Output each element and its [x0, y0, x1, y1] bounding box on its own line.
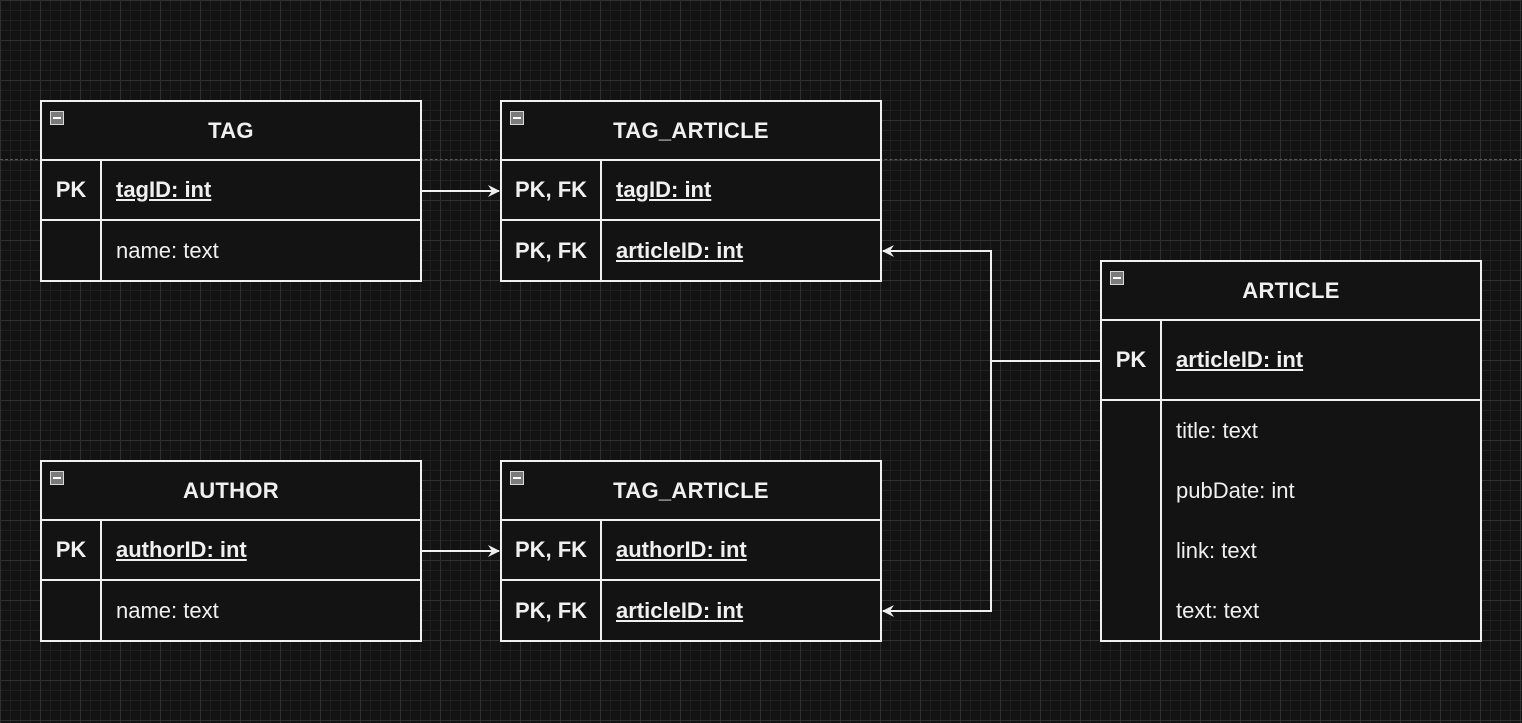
entity-row[interactable]: PK, FK articleID: int [502, 581, 880, 640]
relation-article-to-tag-article-bottom[interactable] [882, 360, 1100, 617]
entity-title: TAG_ARTICLE [613, 477, 769, 503]
relation-article-to-tag-article-top[interactable] [882, 245, 1100, 362]
key-label [42, 221, 102, 280]
field-label: articleID: int [616, 237, 744, 263]
key-label: PK [42, 161, 102, 219]
collapse-minus-icon[interactable] [1110, 271, 1124, 285]
entity-row[interactable]: PK, FK authorID: int [502, 521, 880, 581]
collapse-minus-icon[interactable] [510, 471, 524, 485]
key-column [1102, 401, 1162, 640]
key-label: PK [42, 521, 102, 579]
entity-title: TAG [208, 117, 254, 143]
field-label[interactable]: link: text [1176, 538, 1257, 563]
entity-title: AUTHOR [183, 477, 279, 503]
collapse-minus-icon[interactable] [510, 111, 524, 125]
entity-tag-article-bottom[interactable]: TAG_ARTICLE PK, FK authorID: int PK, FK … [500, 460, 882, 642]
key-label: PK, FK [502, 521, 602, 579]
entity-row[interactable]: PK, FK articleID: int [502, 221, 880, 280]
entity-row[interactable]: name: text [42, 581, 420, 640]
key-label: PK, FK [502, 221, 602, 280]
key-label [42, 581, 102, 640]
field-label: authorID: int [116, 537, 247, 562]
field-label[interactable]: title: text [1176, 418, 1258, 443]
field-label: name: text [116, 237, 219, 263]
entity-row[interactable]: PK authorID: int [42, 521, 420, 581]
field-label[interactable]: text: text [1176, 598, 1260, 623]
entity-header[interactable]: TAG [42, 102, 420, 161]
collapse-minus-icon[interactable] [50, 471, 64, 485]
entity-header[interactable]: TAG_ARTICLE [502, 102, 880, 161]
field-label: articleID: int [616, 597, 744, 623]
entity-row[interactable]: PK articleID: int [1102, 321, 1480, 401]
entity-tag-article-top[interactable]: TAG_ARTICLE PK, FK tagID: int PK, FK art… [500, 100, 882, 282]
field-label: tagID: int [616, 177, 712, 202]
entity-header[interactable]: AUTHOR [42, 462, 420, 521]
entity-tag[interactable]: TAG PK tagID: int name: text [40, 100, 422, 282]
entity-row[interactable]: PK, FK tagID: int [502, 161, 880, 221]
entity-attributes[interactable]: title: text pubDate: int link: text text… [1102, 401, 1480, 640]
field-label: tagID: int [116, 177, 212, 202]
entity-author[interactable]: AUTHOR PK authorID: int name: text [40, 460, 422, 642]
entity-title: ARTICLE [1242, 277, 1340, 303]
key-label: PK [1102, 321, 1162, 399]
key-label: PK, FK [502, 161, 602, 219]
key-label: PK, FK [502, 581, 602, 640]
entity-header[interactable]: TAG_ARTICLE [502, 462, 880, 521]
field-label: authorID: int [616, 537, 747, 562]
entity-row[interactable]: PK tagID: int [42, 161, 420, 221]
entity-title: TAG_ARTICLE [613, 117, 769, 143]
field-label: articleID: int [1176, 347, 1304, 372]
entity-row[interactable]: name: text [42, 221, 420, 280]
field-label[interactable]: pubDate: int [1176, 478, 1295, 503]
field-label: name: text [116, 597, 219, 623]
collapse-minus-icon[interactable] [50, 111, 64, 125]
entity-article[interactable]: ARTICLE PK articleID: int title: text pu… [1100, 260, 1482, 642]
entity-header[interactable]: ARTICLE [1102, 262, 1480, 321]
